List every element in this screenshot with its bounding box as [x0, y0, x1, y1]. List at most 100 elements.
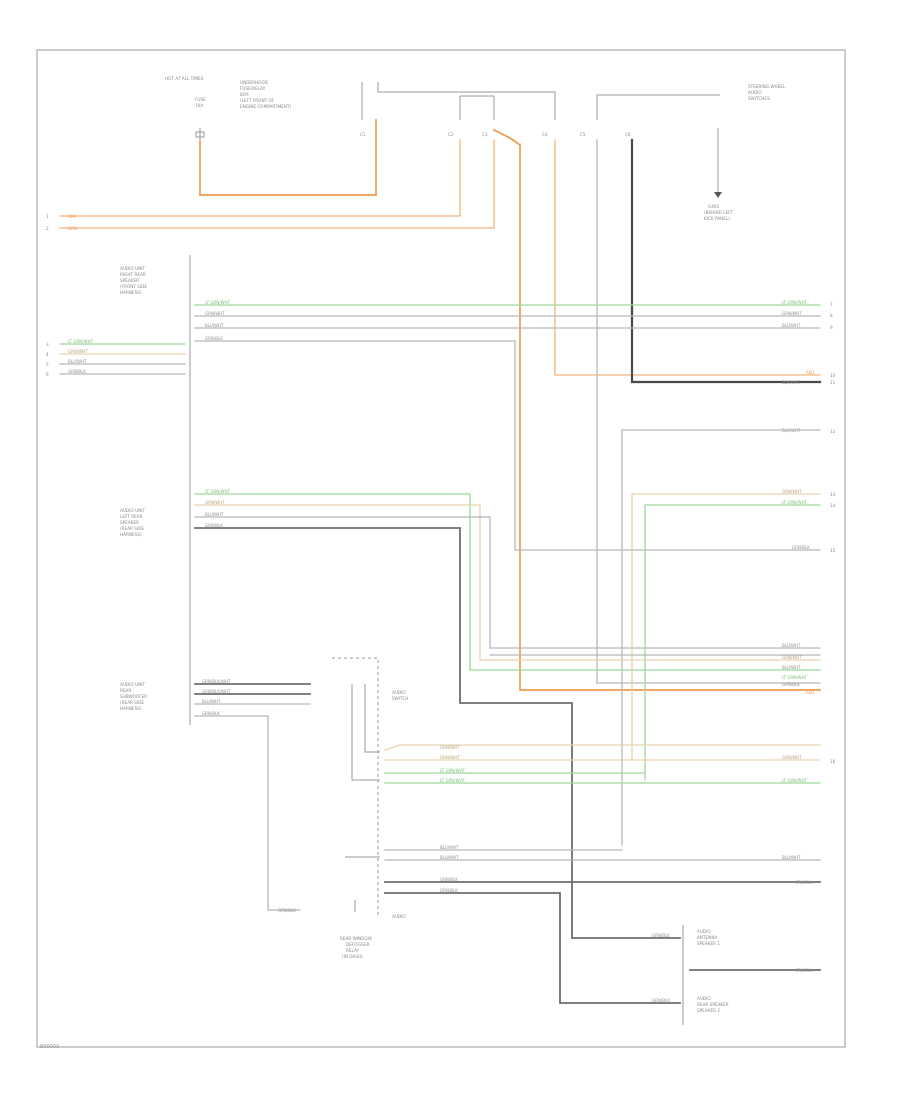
- label-line: (LEFT FRONT OF: [240, 98, 275, 103]
- pin-number: 3: [46, 342, 49, 347]
- label-line: KICK PANEL): [704, 216, 730, 221]
- pin-number: 4: [46, 352, 49, 357]
- label-line: SWITCH: [392, 696, 408, 701]
- label-line: UNDERHOOD: [240, 80, 268, 85]
- label-line: 10A: [195, 103, 203, 108]
- pin-number: 11: [830, 380, 836, 385]
- wire-label: BLU/WHT: [205, 323, 224, 328]
- label-line: SPEAKER: [120, 520, 139, 525]
- pin-number: 12: [830, 429, 836, 434]
- label-line: REAR SPEAKER: [697, 1002, 729, 1007]
- pin-number: 2: [46, 226, 49, 231]
- label-line: (REAR SIDE: [120, 526, 144, 531]
- pin-label: C3: [482, 132, 488, 137]
- label-line: AUDIO: [748, 90, 762, 95]
- lr-mid-labels: LT GRN/WHT GRN/WHT BLU/WHT GRN/BLK: [205, 489, 231, 528]
- front-speaker-label: AUDIO ANTENNA SPEAKER 1: [697, 929, 720, 946]
- right-rear-speaker-label: AUDIO UNIT RIGHT REAR SPEAKER (FRONT SID…: [120, 266, 147, 295]
- steering-wheel-label: STEERING WHEEL AUDIO SWITCHES: [748, 84, 786, 101]
- label-line: G401: [708, 204, 720, 209]
- label-line: SPEAKER: [120, 278, 139, 283]
- wire-label: BLU/WHT: [440, 845, 459, 850]
- rear-audio-unit-label: AUDIO UNIT REAR SUBWOOFER (REAR SIDE HAR…: [120, 682, 147, 711]
- fuse-symbol: [195, 128, 205, 142]
- wire-label: LT GRN/WHT: [205, 300, 231, 305]
- wire-label: GRN/BLK/WHT: [202, 679, 231, 684]
- wire-label: GRN/BLK: [68, 369, 86, 374]
- diagram-frame: [36, 49, 846, 1048]
- label-line: HARNESS): [120, 290, 142, 295]
- wire-label: GRN/BLK: [202, 711, 220, 716]
- wire-label: GRN/BLK: [795, 968, 813, 973]
- label-line: AUDIO: [697, 929, 711, 934]
- label-line: FUSE/RELAY: [240, 86, 266, 91]
- wire-label: BLU/WHT: [782, 323, 801, 328]
- pin-number: 14: [830, 503, 836, 508]
- bottom-labels: GRN/BLK GRN/BLK GRN/BLK: [652, 933, 813, 1003]
- label-line: SPEAKER 1: [697, 941, 720, 946]
- rr-wire-to-ground: [194, 340, 821, 551]
- wire-label: BLU/WHT: [202, 699, 221, 704]
- wire-label: LT GRN/WHT: [782, 778, 808, 783]
- wire-label: GRN/BLK: [440, 877, 458, 882]
- wire-label: GRN/BLK: [652, 933, 670, 938]
- rear-wire-4: [194, 715, 301, 911]
- wire-label: GRN/BLK: [205, 523, 223, 528]
- lr-wire-gray: [194, 516, 821, 649]
- black-ground-wire: [630, 138, 822, 384]
- gray-wire-1: [596, 139, 821, 684]
- lower-labels: BLU/WHT BLU/WHT GRN/BLK GRN/BLK BLU/WHT …: [440, 845, 813, 893]
- wire-label: LT GRN/WHT: [68, 339, 94, 344]
- wire-label: BLK: [68, 214, 76, 219]
- label-line: AUDIO UNIT: [120, 682, 145, 687]
- wire-label: GRN/BLK: [440, 888, 458, 893]
- wire-label: RED: [806, 690, 814, 695]
- wire-label: LT GRN/WHT: [205, 489, 231, 494]
- rr-right-labels: LT GRN/WHT GRN/WHT BLU/WHT RED BLK/WHT B…: [782, 300, 814, 433]
- left-rear-speaker-label: AUDIO UNIT LEFT REAR SPEAKER (REAR SIDE …: [120, 508, 145, 537]
- wire-label: GRN/BLK: [278, 908, 296, 913]
- wire-label: GRN/WHT: [440, 755, 460, 760]
- lr-right-tan: [631, 493, 821, 721]
- pin-number: 15: [830, 548, 836, 553]
- label-line: AUDIO: [392, 690, 406, 695]
- wire-label: GRN: [68, 226, 77, 231]
- wire-label: GRN/WHT: [782, 489, 802, 494]
- label-line: AUDIO UNIT: [120, 508, 145, 513]
- rr-left-labels: LT GRN/WHT GRN/WHT BLU/WHT GRN/BLK 3 4 5…: [46, 339, 94, 377]
- wire-label: BLU/WHT: [782, 855, 801, 860]
- label-line: ANTENNA: [697, 935, 717, 940]
- label-line: HARNESS): [120, 532, 142, 537]
- lr-wire-tan: [194, 504, 821, 661]
- left-edge-labels: BLK GRN 1 2: [46, 214, 77, 231]
- wire-label: RED: [806, 370, 814, 375]
- antenna-unit-label: REAR WINDOW DEFOGGER RELAY (IN DASH): [340, 936, 372, 959]
- hot-at-all-times-label: HOT AT ALL TIMES FUSE 10A: [165, 76, 206, 108]
- power-wire: [199, 119, 377, 196]
- label-line: RELAY: [346, 948, 360, 953]
- wire-label: GRN/BLK: [795, 880, 813, 885]
- label-line: REAR WINDOW: [340, 936, 372, 941]
- label-line: HOT AT ALL TIMES: [165, 76, 204, 81]
- label-line: SPEAKER 2: [697, 1008, 720, 1013]
- label-line: AUDIO UNIT: [120, 266, 145, 271]
- switch-wire-2: [384, 719, 633, 761]
- pin-label: C2: [448, 132, 454, 137]
- switch-mid-labels: GRN/WHT GRN/WHT LT GRN/WHT LT GRN/WHT GR…: [440, 745, 808, 783]
- underhood-fuse-label: UNDERHOOD FUSE/RELAY BOX (LEFT FRONT OF …: [240, 80, 291, 109]
- pin-number: 9: [830, 325, 833, 330]
- wire-label: LT GRN/WHT: [782, 300, 808, 305]
- bundle-right-labels: BLU/WHT GRN/WHT BLU/WHT LT GRN/WHT GRN/B…: [782, 643, 814, 695]
- audio-switch: AUDIO SWITCH AUDIO: [332, 657, 408, 919]
- label-line: AUDIO: [697, 996, 711, 1001]
- label-line: (FRONT SIDE: [120, 284, 147, 289]
- lr-wire-dark: [194, 527, 681, 939]
- wire-label: LT GRN/WHT: [440, 778, 466, 783]
- gray-wire-2: [621, 429, 821, 846]
- top-connector-pins: C1 C2 C3 C4 C5 C6: [360, 132, 631, 137]
- label-line: SUBWOOFER: [120, 694, 147, 699]
- pin-number: 16: [830, 759, 836, 764]
- lr-wire-green: [194, 493, 821, 671]
- wire-label: GRN/BLK: [782, 682, 800, 687]
